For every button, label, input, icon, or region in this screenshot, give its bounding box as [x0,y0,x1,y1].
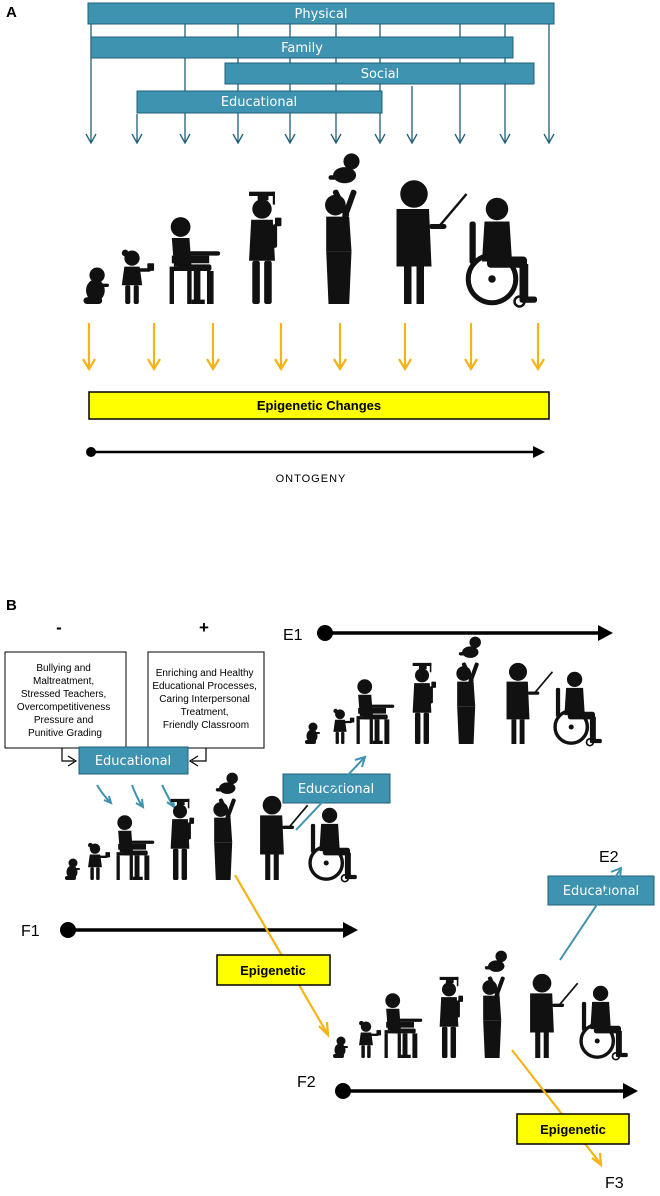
e1-label: E1 [283,627,303,644]
bar-physical-label: Physical [295,7,348,22]
bar-educational: Educational [136,90,383,114]
e2-label: E2 [599,849,619,866]
educational-label-e2: Educational [563,884,639,899]
bar-physical: Physical [87,2,555,25]
bar-social: Social [224,62,535,85]
epigenetic-arrows [82,323,545,372]
educational-box-e2: Educational [547,875,655,906]
positive-line-4: Treatment, [181,707,229,718]
negative-line-6: Punitive Grading [28,728,102,739]
educational-label-e1: Educational [298,782,374,797]
toddler-figure [121,249,155,304]
svg-text:Bullying and Maltreatmen: Bullying and Maltreatment, Stressed Teac… [17,663,113,739]
svg-text:Enriching and Healthy Ed: Enriching and Healthy Educational Proces… [152,668,259,731]
negative-line-2: Maltreatment, [33,676,94,687]
ontogeny-axis: ONTOGENY [86,446,545,485]
life-stages-a [83,153,538,307]
teacher-figure [395,179,468,306]
minus-sign: - [56,618,62,637]
panel-b-letter: B [6,597,17,614]
f1-label: F1 [21,923,40,940]
arrow-to-e1 [295,755,367,831]
negative-line-4: Overcompetitiveness [17,702,110,713]
ontogeny-label: ONTOGENY [276,473,347,485]
f3-label: F3 [605,1175,624,1192]
educational-arrows-f1 [96,784,176,810]
positive-line-2: Educational Processes, [152,681,257,692]
negative-line-1: Bullying and [36,663,90,674]
epigenetic-label-f2: Epigenetic [540,1122,606,1137]
plus-sign: + [199,618,209,637]
bar-family-label: Family [281,41,323,56]
bar-social-label: Social [361,67,400,82]
baby-figure [83,267,109,304]
student-figure [169,217,221,304]
panel-a-letter: A [6,4,17,21]
arrow-to-e2 [559,866,623,961]
epigenetic-changes-label: Epigenetic Changes [257,398,381,413]
educational-label-f1: Educational [95,754,171,769]
educational-box-f1: Educational [78,746,189,775]
life-stages-e1 [305,636,604,748]
bar-educational-label: Educational [221,95,297,110]
negative-line-5: Pressure and [34,715,93,726]
positive-line-1: Enriching and Healthy [156,668,254,679]
elder-wheelchair-figure [468,198,537,307]
bar-family: Family [90,36,514,59]
epigenetic-label-f1: Epigenetic [240,963,306,978]
epigenetic-box-f1: Epigenetic [216,954,331,986]
box-connectors [61,748,207,767]
f2-label: F2 [297,1074,316,1091]
positive-factors-box: Enriching and Healthy Educational Proces… [147,651,265,749]
negative-line-3: Stressed Teachers, [21,689,106,700]
epigenetic-changes-box: Epigenetic Changes [88,391,550,420]
epigenetic-box-f2: Epigenetic [516,1113,630,1145]
graduate-figure [249,191,282,304]
epigenetic-arrow-f2-f3 [511,1049,603,1168]
positive-line-5: Friendly Classroom [163,720,249,731]
negative-factors-box: Bullying and Maltreatment, Stressed Teac… [4,651,127,749]
mother-figure [325,153,360,304]
f2-axis [335,1083,638,1099]
life-stages-f2 [333,950,630,1062]
positive-line-3: Caring Interpersonal [159,694,250,705]
f1-axis [60,922,358,938]
e1-axis [317,625,613,641]
epigenetic-arrow-f1-f2 [234,874,330,1038]
